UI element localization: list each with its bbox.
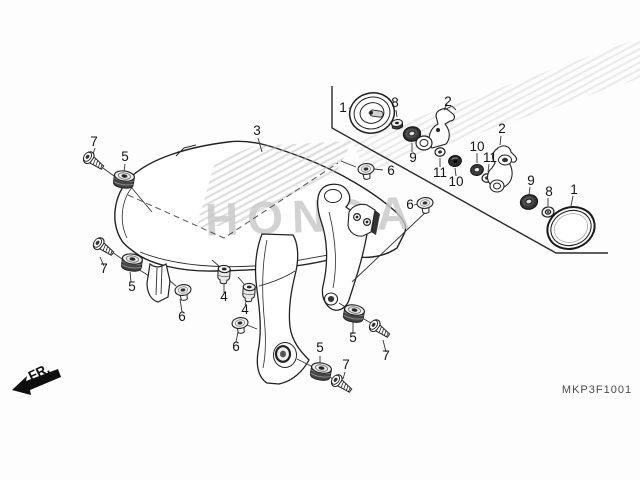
part-washer-11-a (433, 146, 447, 158)
callout-part-5[interactable]: 5 (121, 149, 129, 164)
mud-flap-bracket (146, 262, 171, 303)
callout-part-11[interactable]: 11 (483, 150, 497, 165)
front-direction-indicator: FR. (12, 361, 61, 395)
callout-part-2[interactable]: 2 (498, 121, 506, 136)
callout-part-9[interactable]: 9 (527, 173, 535, 188)
part-rivet-6-b (415, 196, 435, 215)
watermark-honda-text: HONDA (204, 186, 419, 245)
part-screw-7-d (328, 372, 355, 397)
watermark-wing-shape (196, 141, 352, 228)
callout-part-5[interactable]: 5 (128, 279, 136, 294)
callout-part-10[interactable]: 10 (469, 139, 484, 154)
part-grommet-5-a (112, 169, 136, 190)
part-cap-1-right (546, 206, 596, 250)
cover-mount-hole (273, 342, 297, 368)
callout-part-3[interactable]: 3 (253, 123, 261, 138)
part-nut-10-a (447, 154, 463, 168)
part-screw-7-b (90, 235, 117, 260)
callout-part-6[interactable]: 6 (232, 339, 240, 354)
part-screw-7-a (80, 149, 107, 174)
callout-part-8[interactable]: 8 (391, 95, 399, 110)
part-rivet-6-c (173, 282, 193, 302)
stay-mount-bracket (347, 203, 376, 237)
callout-part-7[interactable]: 7 (100, 261, 108, 276)
callout-part-5[interactable]: 5 (349, 330, 357, 345)
diagram-code: MKP3F1001 (562, 384, 632, 396)
part-bracket-2-left (415, 105, 457, 151)
part-cap-1-left (348, 92, 396, 134)
callout-labels: 7 5 3 1 8 9 2 11 10 10 11 2 9 8 1 6 6 7 … (90, 94, 578, 372)
callout-part-7[interactable]: 7 (342, 357, 350, 372)
callout-part-1[interactable]: 1 (570, 182, 578, 197)
part-washer-10-b (469, 162, 485, 178)
callout-part-7[interactable]: 7 (382, 348, 390, 363)
alignment-dashed-line (127, 162, 339, 239)
callout-part-4[interactable]: 4 (241, 302, 249, 317)
fender-stay-arm (316, 183, 380, 311)
callout-part-9[interactable]: 9 (409, 150, 417, 165)
group-divider-line (331, 86, 608, 254)
callout-part-8[interactable]: 8 (545, 184, 553, 199)
part-rivet-6-a (356, 162, 376, 181)
part-bolt-4-a (216, 264, 232, 285)
part-screw-7-c (366, 317, 393, 342)
part-grommet-5-d (309, 360, 333, 383)
callout-part-6[interactable]: 6 (387, 163, 395, 178)
part-rivet-6-d (230, 315, 250, 335)
callout-part-6[interactable]: 6 (178, 309, 186, 324)
part-grommet-5-c (342, 302, 366, 325)
callout-part-1[interactable]: 1 (339, 100, 347, 115)
front-direction-arrow (12, 369, 61, 395)
part-grommet-9-b (518, 192, 540, 212)
callout-part-7[interactable]: 7 (90, 134, 98, 149)
fork-cover-part (254, 233, 310, 385)
callout-part-11[interactable]: 11 (433, 165, 447, 180)
callout-part-2[interactable]: 2 (444, 94, 452, 109)
callout-part-10[interactable]: 10 (448, 174, 463, 189)
callout-part-6[interactable]: 6 (406, 197, 414, 212)
part-bracket-2-right (487, 145, 517, 193)
stay-bracket-dark-edge (371, 210, 380, 235)
part-bolt-4-b (241, 282, 257, 303)
callout-part-4[interactable]: 4 (220, 289, 228, 304)
callout-part-5[interactable]: 5 (316, 340, 324, 355)
